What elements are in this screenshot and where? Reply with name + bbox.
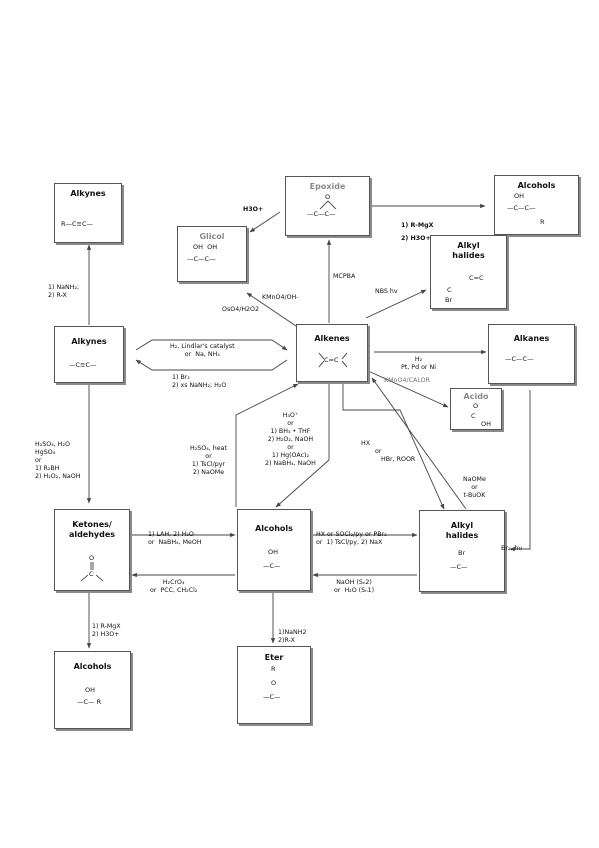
label-oso4: OsO4/H2O2 bbox=[222, 306, 260, 313]
label-br2-hv: Br₂, hν bbox=[501, 545, 522, 552]
node-title-line2: aldehydes bbox=[68, 530, 116, 539]
node-structure: —C— bbox=[263, 693, 281, 701]
node-title: Alkynes bbox=[71, 337, 107, 346]
label-mcpba: MCPBA bbox=[333, 273, 356, 280]
node-title: Alcohols bbox=[517, 181, 556, 190]
arrow-alkene-to-alkyne bbox=[135, 359, 288, 371]
node-structure: C=C bbox=[469, 274, 484, 282]
node-structure-oh: OH bbox=[481, 420, 492, 428]
node-structure-oh: OH OH bbox=[193, 243, 218, 251]
epoxide-ring-glyph bbox=[319, 200, 337, 210]
node-structure: —C—C— bbox=[187, 255, 216, 263]
node-structure: —C— bbox=[263, 562, 281, 570]
node-structure-br: Br bbox=[458, 549, 466, 557]
node-structure-c: C bbox=[471, 412, 476, 420]
node-structure-oh: OH bbox=[85, 686, 96, 694]
arrow-alkenes-to-alkyl-halides bbox=[342, 384, 445, 510]
node-title-line2: halides bbox=[452, 251, 485, 260]
node-structure-br: Br bbox=[445, 296, 453, 304]
node-structure: —C—C— bbox=[505, 355, 534, 363]
arrow-epoxide-to-glicol bbox=[249, 211, 281, 233]
label-to-alcohol: NaOH (Sₙ2)or H₂O (Sₙ1) bbox=[334, 579, 375, 594]
node-title: Acido bbox=[463, 392, 489, 401]
node-structure-o: O bbox=[89, 554, 95, 562]
node-structure-c: C bbox=[89, 570, 94, 578]
arrow-alkenes-to-alcohols bbox=[275, 384, 330, 508]
node-eter: Eter R O —C— bbox=[237, 646, 311, 724]
arrow-alkenes-to-acido bbox=[365, 369, 449, 408]
node-structure-oh: OH bbox=[514, 192, 525, 200]
node-alkynes-mid: Alkynes —C≡C— bbox=[54, 326, 124, 383]
node-acido: Acido O C OH bbox=[450, 388, 502, 430]
node-structure: R—C≡C— bbox=[61, 220, 94, 228]
node-alkynes-top: Alkynes R—C≡C— bbox=[54, 183, 122, 243]
node-structure-o: O bbox=[325, 193, 331, 201]
node-title-line1: Ketones/ bbox=[72, 520, 112, 529]
node-alkyl-halides-top: Alkyl halides C=C C Br bbox=[430, 235, 507, 309]
label-alkyne-alkylation: 1) NaNH₂;2) R-X bbox=[48, 284, 80, 299]
alkene-glyph bbox=[318, 352, 348, 368]
node-title-line2: halides bbox=[445, 531, 479, 540]
node-title-line1: Alkyl bbox=[457, 241, 480, 250]
node-alcohols-bottom: Alcohols OH —C— R bbox=[54, 651, 131, 729]
label-kmno4-oh: KMnO4/OH- bbox=[262, 294, 299, 301]
node-alcohols-top-right: Alcohols OH —C—C— R bbox=[494, 175, 579, 235]
node-structure: —C— R bbox=[77, 698, 102, 706]
arrow-alkanes-to-alkyl-halides bbox=[509, 390, 531, 552]
node-title: Alkynes bbox=[70, 189, 106, 198]
node-title: Alkenes bbox=[314, 334, 350, 343]
node-epoxide: Epoxide O —C—C— bbox=[285, 176, 370, 236]
arrow-alkyne-to-alkene bbox=[135, 339, 288, 351]
node-structure-r: R bbox=[540, 218, 545, 226]
node-glicol: Glicol OH OH —C—C— bbox=[177, 226, 247, 282]
node-alkanes: Alkanes —C—C— bbox=[488, 324, 575, 384]
node-structure-o: O bbox=[473, 402, 479, 410]
arrow-alkenes-to-glicol bbox=[246, 292, 297, 327]
node-title-line1: Alkyl bbox=[450, 521, 474, 530]
label-h3o-glicol: H3O+ bbox=[243, 206, 264, 213]
arrow-alcohols-to-alkenes bbox=[235, 383, 299, 507]
node-ketones-aldehydes: Ketones/ aldehydes O C bbox=[54, 509, 130, 591]
node-title: Alcohols bbox=[255, 524, 293, 533]
node-alkyl-halides-mid: Alkyl halides Br —C— bbox=[419, 510, 505, 592]
label-kmno4-calor: KMnO4/CALOR bbox=[384, 377, 430, 384]
arrow-alkyl-halides-to-alkenes bbox=[371, 377, 467, 510]
node-alcohols-mid: Alcohols OH —C— bbox=[237, 509, 311, 591]
node-structure: —C—C— bbox=[307, 210, 336, 218]
node-structure: C=C bbox=[324, 356, 339, 364]
node-title: Alcohols bbox=[73, 662, 112, 671]
node-alkenes: Alkenes C=C bbox=[296, 324, 368, 382]
node-title: Epoxide bbox=[309, 182, 346, 191]
node-structure-r: R bbox=[271, 665, 276, 673]
node-structure: —C—C— bbox=[507, 204, 536, 212]
carbonyl-glyph bbox=[80, 562, 104, 582]
node-title: Eter bbox=[264, 653, 284, 662]
node-title: Alkanes bbox=[513, 334, 550, 343]
node-structure: —C≡C— bbox=[69, 361, 97, 369]
node-structure: —C— bbox=[450, 563, 468, 571]
label-nbs-hv: NBS hv bbox=[375, 288, 398, 295]
arrow-alkenes-to-allylic-halide bbox=[365, 289, 427, 319]
node-title: Glicol bbox=[199, 232, 225, 241]
node-structure-c: C bbox=[447, 286, 452, 294]
node-structure-oh: OH bbox=[268, 548, 279, 556]
node-structure-o: O bbox=[271, 679, 277, 687]
